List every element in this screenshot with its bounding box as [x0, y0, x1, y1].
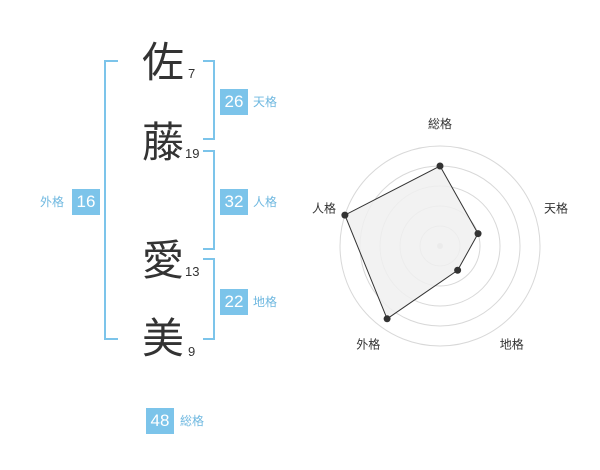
- tenkaku-value: 26: [220, 89, 248, 115]
- stroke-count-4: 9: [188, 344, 196, 359]
- stroke-count-2: 19: [185, 146, 200, 161]
- name-char-2: 藤: [141, 118, 184, 167]
- radar-series-polygon: [344, 165, 479, 320]
- name-char-1: 佐: [141, 38, 184, 87]
- tenkaku-label: 天格: [253, 95, 278, 109]
- tenkaku-bracket: [203, 60, 215, 140]
- stroke-count-3: 13: [185, 264, 200, 279]
- name-char-3: 愛: [141, 236, 184, 285]
- name-char-4: 美: [141, 314, 184, 363]
- radar-axis-label-4: 外格: [356, 337, 380, 352]
- radar-point-2: [474, 230, 482, 238]
- radar-axis-label-3: 地格: [500, 337, 524, 352]
- stroke-count-1: 7: [188, 66, 196, 81]
- radar-axis-label-5: 人格: [312, 200, 336, 215]
- gaikaku-value: 16: [72, 189, 100, 215]
- chikaku-label: 地格: [253, 295, 278, 309]
- soukaku-value: 48: [146, 408, 174, 434]
- gaikaku-label: 外格: [40, 195, 65, 209]
- radar-point-5: [341, 211, 349, 219]
- radar-axis-label-2: 天格: [544, 200, 568, 215]
- radar-point-4: [383, 315, 391, 323]
- jinkaku-label: 人格: [253, 195, 278, 209]
- jinkaku-bracket: [203, 150, 215, 250]
- radar-point-3: [454, 266, 462, 274]
- radar-ring-5: [339, 145, 541, 347]
- soukaku-label: 総格: [180, 414, 205, 428]
- gaikaku-bracket: [104, 60, 118, 340]
- radar-point-1: [436, 162, 444, 170]
- chikaku-bracket: [203, 258, 215, 340]
- radar-points: [341, 162, 482, 323]
- jinkaku-value: 32: [220, 189, 248, 215]
- radar-axis-label-1: 総格: [428, 116, 452, 131]
- chikaku-value: 22: [220, 289, 248, 315]
